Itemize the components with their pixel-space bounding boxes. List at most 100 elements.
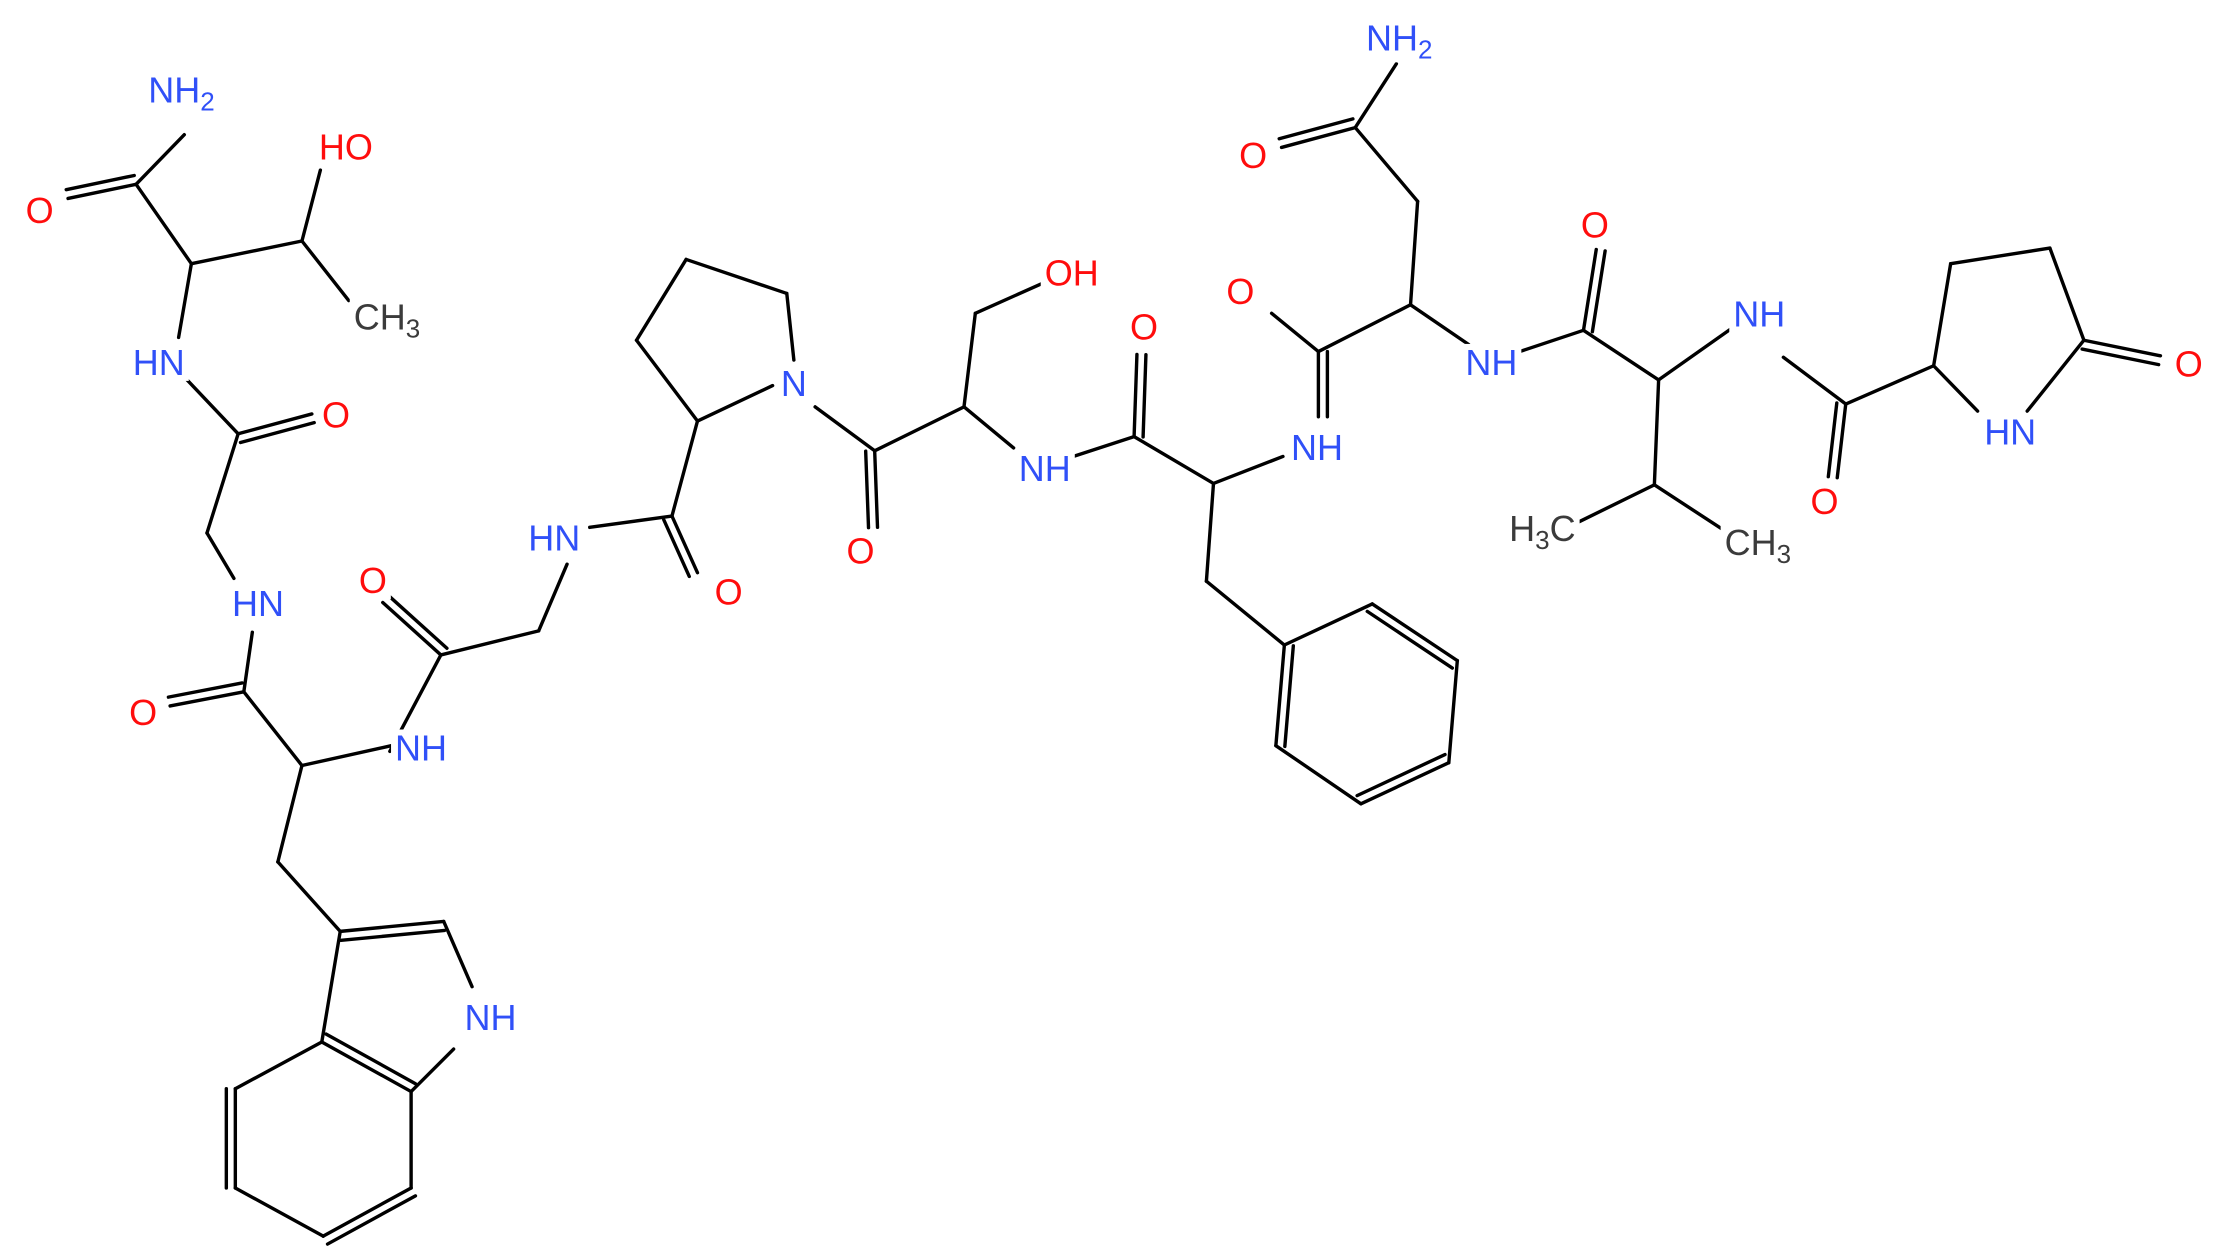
label-knockout <box>1461 343 1522 381</box>
single-bond <box>205 432 240 535</box>
atom-label-o-thr-amide: O <box>26 190 54 231</box>
atom-label-part: CH <box>1725 522 1777 563</box>
single-bond <box>1071 434 1136 459</box>
label-knockout <box>391 729 452 767</box>
label-knockout <box>842 532 879 570</box>
single-bond <box>1577 483 1657 524</box>
single-bond <box>588 514 674 530</box>
atom-label-o-pyr-amide: O <box>1810 481 1838 522</box>
label-knockout <box>1729 295 1790 333</box>
double-bond-line <box>863 449 871 530</box>
double-bond-line <box>166 681 244 699</box>
atom-label-o-gly1: O <box>322 394 350 435</box>
double-bond-line <box>1835 402 1848 480</box>
single-bond <box>872 405 966 453</box>
single-bond <box>205 531 236 581</box>
atom-label-nh-trp: NH <box>395 728 447 769</box>
atom-label-oh-thr: HO <box>319 126 373 167</box>
label-knockout <box>1235 136 1272 174</box>
double-bond-line <box>1132 352 1139 439</box>
single-bond <box>1652 378 1661 487</box>
single-bond <box>1656 327 1733 382</box>
atom-label-o-trp: O <box>129 692 157 733</box>
single-bond <box>320 929 342 1044</box>
atom-label-part: HO <box>319 126 373 167</box>
single-bond <box>409 1047 456 1094</box>
double-bond-line <box>320 1040 413 1094</box>
single-bond <box>962 405 1016 450</box>
label-knockout <box>524 519 585 557</box>
double-bond-line <box>1141 353 1148 439</box>
atom-label-part: 2 <box>1418 34 1432 64</box>
label-knockout <box>144 71 219 115</box>
atom-label-part: O <box>129 692 157 733</box>
double-bond-line <box>381 600 443 657</box>
atom-label-part: H <box>1509 508 1535 549</box>
label-knockout <box>1361 19 1437 63</box>
atom-label-part: NH <box>1366 17 1418 58</box>
atom-label-o-asn: O <box>1226 271 1254 312</box>
atom-label-part: O <box>1239 135 1267 176</box>
label-knockout <box>21 192 58 230</box>
atom-label-o-pyr-ring: O <box>2175 343 2203 384</box>
double-bond-line <box>168 690 246 708</box>
atom-label-o-ser-c: O <box>846 530 874 571</box>
atom-label-part: O <box>846 530 874 571</box>
single-bond <box>1408 199 1420 307</box>
double-bond-line <box>662 518 691 579</box>
single-bond <box>1132 434 1216 486</box>
label-knockout <box>125 694 162 732</box>
single-bond <box>134 182 194 266</box>
atom-label-part: CH <box>354 297 406 338</box>
label-knockout <box>1720 523 1796 567</box>
double-bond-line <box>1279 125 1357 150</box>
single-bond <box>189 239 304 266</box>
label-knockout <box>1014 450 1075 488</box>
label-knockout <box>354 562 391 600</box>
single-bond <box>2048 246 2086 342</box>
single-bond <box>1931 261 1953 368</box>
single-bond <box>1282 602 1374 647</box>
single-bond <box>695 383 775 423</box>
single-bond <box>1204 481 1216 583</box>
atom-label-n-pro: N <box>781 363 807 404</box>
atom-label-part: O <box>715 572 743 613</box>
single-bond <box>1274 743 1363 806</box>
atom-label-nh-val: NH <box>1733 294 1785 335</box>
atom-label-nh-asn: NH <box>1465 342 1517 383</box>
single-bond <box>634 257 688 342</box>
atom-label-part: NH <box>1465 342 1517 383</box>
single-bond <box>684 257 789 296</box>
atom-label-nh-ser: NH <box>1019 448 1071 489</box>
double-bond-line <box>1355 752 1447 798</box>
single-bond <box>1353 125 1420 204</box>
atom-label-o-val: O <box>1581 204 1609 245</box>
atom-label-part: HN <box>232 583 284 624</box>
label-knockout <box>349 298 425 342</box>
single-bond <box>1204 579 1287 647</box>
label-knockout <box>1126 308 1163 346</box>
atom-label-ch3-thr: CH3 <box>354 297 420 344</box>
atom-label-part: N <box>781 363 807 404</box>
double-bond-line <box>1274 643 1287 748</box>
atom-label-o-asn-side: O <box>1239 135 1267 176</box>
double-bond-line <box>1581 247 1598 333</box>
single-bond <box>1316 303 1413 354</box>
atom-label-part: O <box>1810 481 1838 522</box>
atom-label-nh-thr: HN <box>133 342 185 383</box>
double-bond-line <box>1277 117 1355 141</box>
atom-label-part: HN <box>528 518 580 559</box>
atom-label-part: NH <box>1019 448 1071 489</box>
atom-label-part: 3 <box>1535 525 1549 555</box>
atom-label-part: O <box>26 190 54 231</box>
label-knockout <box>460 998 521 1036</box>
atom-label-nh-phe: NH <box>1291 427 1343 468</box>
single-bond <box>242 630 255 694</box>
single-bond <box>962 311 978 409</box>
double-bond-line <box>1359 760 1451 806</box>
label-knockout <box>776 365 811 403</box>
double-bond-line <box>1370 602 1460 663</box>
single-bond <box>1447 658 1460 765</box>
double-bond-line <box>66 182 138 201</box>
